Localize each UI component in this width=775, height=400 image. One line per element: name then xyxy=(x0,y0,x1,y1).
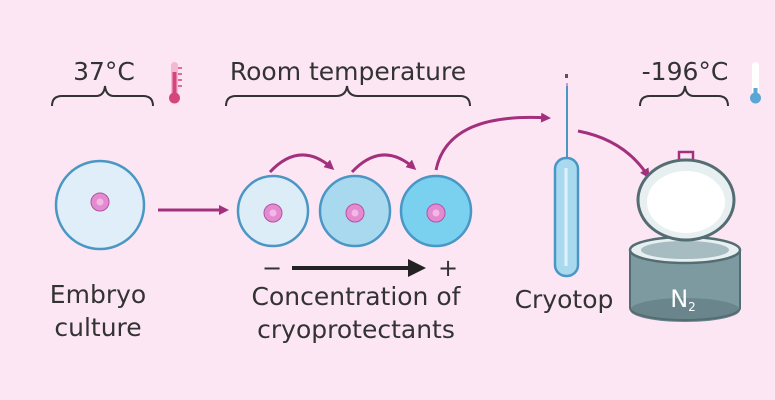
concentration-caption-line2: cryoprotectants xyxy=(257,315,455,344)
arrow-dish2-to-dish3 xyxy=(350,153,417,174)
concentration-caption-line1: Concentration of xyxy=(251,282,461,311)
nitrogen-label: N2 xyxy=(654,286,712,320)
brace-left xyxy=(51,85,154,107)
plus-sign: + xyxy=(438,254,459,282)
room-temperature-label: Room temperature xyxy=(229,57,467,86)
cryotop-caption: Cryotop xyxy=(514,285,614,314)
embryo-culture-caption-line2: culture xyxy=(54,313,142,342)
dish-medium-concentration xyxy=(318,174,392,248)
dish-high-concentration xyxy=(399,174,473,248)
nitrogen-subscript: 2 xyxy=(688,300,696,314)
embryo-culture-caption-line1: Embryo xyxy=(49,280,147,309)
arrow-cryotop-to-tank xyxy=(577,129,650,179)
cryotop-device xyxy=(553,74,580,278)
nitrogen-tank xyxy=(628,150,742,322)
nitrogen-symbol: N xyxy=(670,285,689,313)
brace-right xyxy=(639,85,729,107)
brace-middle xyxy=(225,85,471,107)
minus-sign: − xyxy=(262,254,283,282)
temperature-minus196-label: -196°C xyxy=(641,57,729,86)
arrow-dish3-to-cryotop xyxy=(434,112,551,171)
thermometer-cold-icon xyxy=(750,62,761,104)
dish-low-concentration xyxy=(236,174,310,248)
arrow-dish1-to-dish2 xyxy=(268,153,335,174)
culture-dish xyxy=(54,159,146,251)
temperature-37-label: 37°C xyxy=(73,57,135,86)
thermometer-warm-icon xyxy=(169,62,182,104)
